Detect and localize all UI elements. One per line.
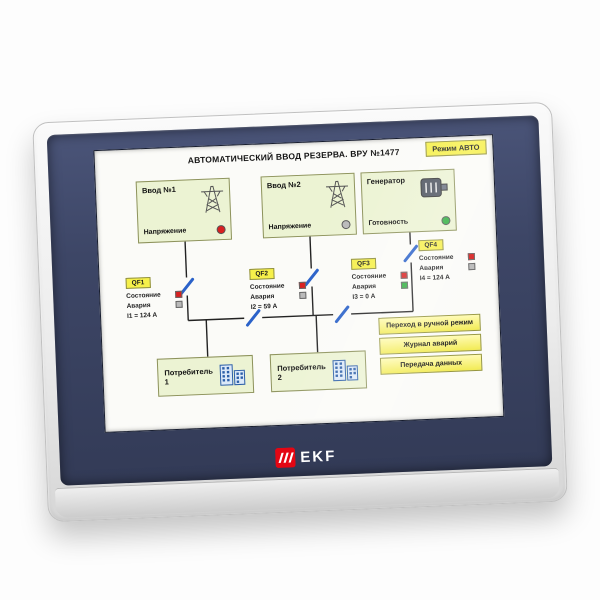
source-block-input2: Ввод №2 Напряжение	[260, 172, 357, 239]
breaker-info-qf3: QF3 Состояние Авария I3 = 0 А	[350, 251, 409, 301]
breaker-state-label: Состояние	[418, 253, 454, 263]
ekf-logo-icon	[275, 447, 296, 468]
generator-icon	[420, 177, 448, 198]
source-block-generator: Генератор Готовность	[360, 168, 457, 235]
breaker-alarm-label: Авария	[126, 301, 151, 310]
source-status-label: Напряжение	[143, 227, 187, 237]
alarm-indicator	[175, 300, 183, 308]
building-icon	[332, 359, 359, 382]
source-status-label: Напряжение	[268, 222, 312, 232]
breaker-state-label: Состояние	[126, 291, 161, 300]
hmi-panel-device: АВТОМАТИЧЕСКИЙ ВВОД РЕЗЕРВА. ВРУ №1477 Р…	[32, 101, 568, 523]
brand-logo: EKF	[275, 446, 337, 468]
status-led	[216, 224, 226, 235]
building-icon	[219, 364, 246, 386]
status-led	[341, 219, 351, 230]
alarm-indicator	[299, 291, 307, 300]
breaker-info-qf2: QF2 Состояние Авария I2 = 59 А	[249, 261, 307, 311]
breaker-info-qf4: QF4 Состояние Авария I4 = 124 А	[418, 232, 476, 282]
hmi-screen: АВТОМАТИЧЕСКИЙ ВВОД РЕЗЕРВА. ВРУ №1477 Р…	[93, 134, 505, 433]
single-line-diagram	[179, 232, 418, 357]
consumer-block-2: Потребитель 2	[269, 350, 368, 393]
alarm-indicator	[468, 262, 476, 271]
breaker-alarm-label: Авария	[250, 293, 275, 301]
alarm-indicator	[400, 281, 409, 289]
status-led	[441, 215, 451, 226]
breaker-info-qf1: QF1 Состояние Авария I1 = 124 А	[125, 270, 183, 320]
breaker-alarm-label: Авария	[419, 264, 444, 273]
state-indicator	[298, 281, 307, 290]
device-bezel: АВТОМАТИЧЕСКИЙ ВВОД РЕЗЕРВА. ВРУ №1477 Р…	[46, 115, 553, 486]
state-indicator	[467, 252, 476, 261]
breaker-state-label: Состояние	[249, 282, 285, 291]
breaker-badge: QF4	[418, 239, 444, 252]
breaker-badge: QF3	[350, 257, 376, 270]
transmission-tower-icon	[201, 185, 224, 213]
consumer-name: Потребитель 1	[164, 366, 214, 387]
source-block-input1: Ввод №1 Напряжение	[135, 177, 233, 244]
mode-auto-badge[interactable]: Режим АВТО	[425, 139, 487, 157]
brand-name: EKF	[299, 447, 337, 466]
breaker-alarm-label: Авария	[351, 282, 377, 291]
source-status-label: Готовность	[368, 218, 409, 228]
breaker-badge: QF2	[249, 268, 275, 280]
transmission-tower-icon	[325, 180, 349, 208]
consumer-name: Потребитель 2	[277, 362, 326, 382]
breaker-state-label: Состояние	[351, 272, 387, 281]
state-indicator	[175, 290, 183, 298]
consumer-block-1: Потребитель 1	[156, 354, 255, 397]
state-indicator	[400, 271, 408, 279]
breaker-badge: QF1	[125, 276, 151, 289]
